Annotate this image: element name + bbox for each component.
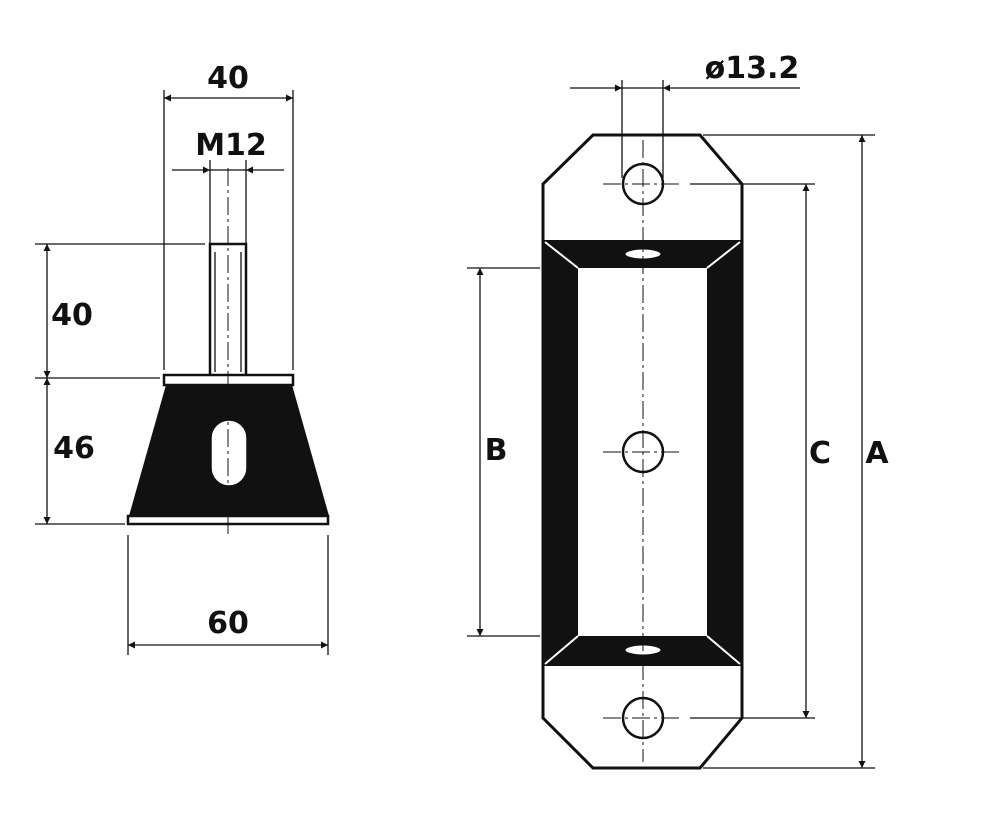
label-thread: M12 xyxy=(195,128,267,163)
front-view: ø13.2 B C A xyxy=(467,51,889,770)
rubber-frame xyxy=(543,240,742,666)
label-top-width: 40 xyxy=(207,61,249,96)
label-c: C xyxy=(809,436,831,471)
label-hole-diameter: ø13.2 xyxy=(705,51,800,86)
label-b: B xyxy=(485,433,508,468)
label-stud-height: 40 xyxy=(51,298,93,333)
slot-hole xyxy=(210,419,248,487)
label-a: A xyxy=(865,436,889,471)
side-view: 40 M12 40 46 60 xyxy=(35,61,330,655)
label-body-height: 46 xyxy=(53,431,95,466)
label-base-width: 60 xyxy=(207,606,249,641)
